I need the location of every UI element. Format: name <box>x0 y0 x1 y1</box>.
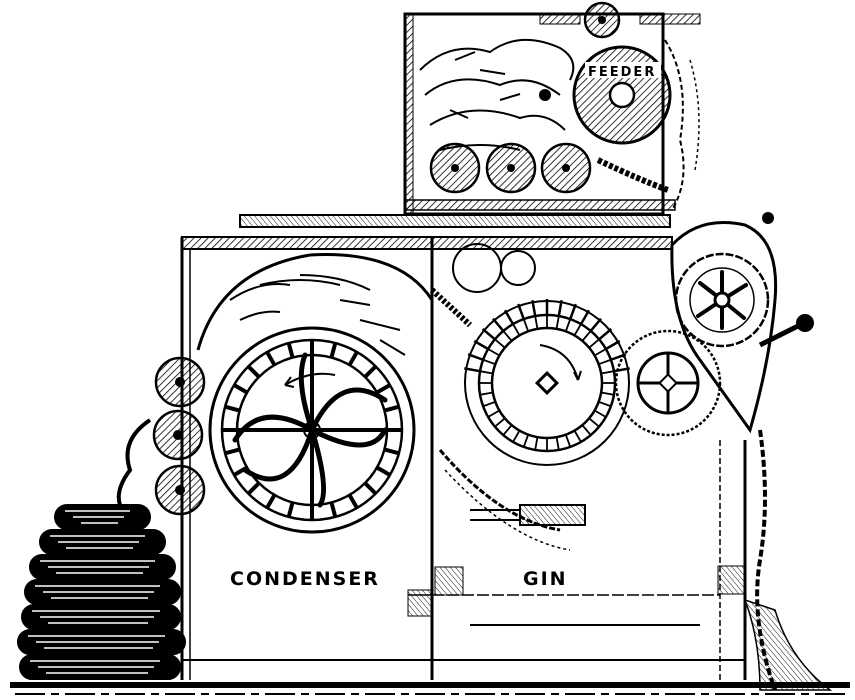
cabinet <box>180 237 747 680</box>
saw-segment <box>555 437 560 451</box>
crank-handle <box>796 314 814 332</box>
condenser-slat <box>329 342 338 359</box>
seed-discharge <box>743 429 833 691</box>
condenser-slat <box>224 404 241 413</box>
feeder-rollers <box>429 142 592 194</box>
condenser-slat <box>286 501 295 518</box>
saw-segment <box>512 430 521 443</box>
saw-segment <box>502 424 513 436</box>
gin-unit: GIN <box>429 212 814 590</box>
saw-segment <box>594 348 607 357</box>
saw-segment <box>522 318 530 332</box>
brush-cylinder <box>614 329 722 437</box>
condenser-drum <box>208 326 416 534</box>
base-board <box>10 682 850 688</box>
saw-segment <box>564 318 572 332</box>
saw-segment <box>594 409 607 418</box>
saw-tooth <box>557 300 563 317</box>
saw-tooth <box>598 328 613 341</box>
lint-strand <box>116 418 152 506</box>
saw-segment <box>555 315 560 329</box>
saw-segment <box>487 348 500 357</box>
saw-teeth <box>464 299 630 451</box>
condenser-slat <box>224 447 241 456</box>
condenser-slat <box>347 351 359 367</box>
saw-tooth <box>589 317 602 332</box>
condenser-slat <box>329 501 338 518</box>
saw-segment <box>494 338 506 349</box>
condenser-slat <box>286 342 295 359</box>
saw-segment <box>479 370 493 375</box>
condenser-slat <box>363 364 378 379</box>
saw-tooth <box>605 339 621 351</box>
saw-segment <box>479 391 493 396</box>
saw-segment <box>534 437 539 451</box>
gin-label: GIN <box>523 568 568 590</box>
saw-segment <box>494 417 506 428</box>
saw-tooth <box>517 303 525 320</box>
saw-segment <box>482 400 496 408</box>
saw-tooth <box>579 309 591 325</box>
saw-tooth <box>531 300 537 317</box>
saw-tooth <box>569 303 577 320</box>
rotation-arrow-icon <box>284 372 336 388</box>
saw-segment <box>601 391 615 396</box>
saw-rotation-arrow-icon <box>539 344 582 381</box>
condenser-slat <box>375 465 391 477</box>
feeder-unit: FEEDER <box>403 1 701 216</box>
fan-housing <box>670 221 778 434</box>
top-plate <box>239 214 671 228</box>
saw-segment <box>487 409 500 418</box>
lint-pile <box>17 418 186 680</box>
condenser-slat <box>383 447 400 456</box>
saw-tooth <box>464 367 481 373</box>
condenser-slat <box>383 404 400 413</box>
condenser-slat <box>265 351 277 367</box>
saw-segment <box>601 370 615 375</box>
condenser-slat <box>246 364 261 379</box>
saw-tooth <box>492 317 505 332</box>
saw-segment <box>588 338 600 349</box>
condenser-slat <box>347 493 359 509</box>
saw-segment <box>573 323 582 336</box>
saw-tooth <box>473 339 489 351</box>
condenser-unit: CONDENSER <box>196 253 434 590</box>
saw-tooth <box>503 309 515 325</box>
condenser-slat <box>375 383 391 395</box>
saw-segment <box>502 330 513 342</box>
saw-segment <box>588 417 600 428</box>
saw-segment <box>598 400 612 408</box>
condenser-label: CONDENSER <box>230 568 380 590</box>
saw-segment <box>573 430 582 443</box>
saw-tooth <box>467 353 484 361</box>
saw-segment <box>522 434 530 448</box>
saw-segment <box>564 434 572 448</box>
doffing-rollers <box>152 356 206 516</box>
condenser-slat <box>233 383 249 395</box>
condenser-slat <box>265 493 277 509</box>
saw-segment <box>512 323 521 336</box>
condenser-slat <box>246 481 261 496</box>
saw-segment <box>482 358 496 366</box>
saw-segment <box>581 424 592 436</box>
feeder-label: FEEDER <box>588 65 656 80</box>
saw-tooth <box>481 328 496 341</box>
condenser-slats <box>222 340 402 520</box>
saw-segment <box>534 315 539 329</box>
condenser-slat <box>363 481 378 496</box>
saw-segment <box>598 358 612 366</box>
saw-segment <box>581 330 592 342</box>
